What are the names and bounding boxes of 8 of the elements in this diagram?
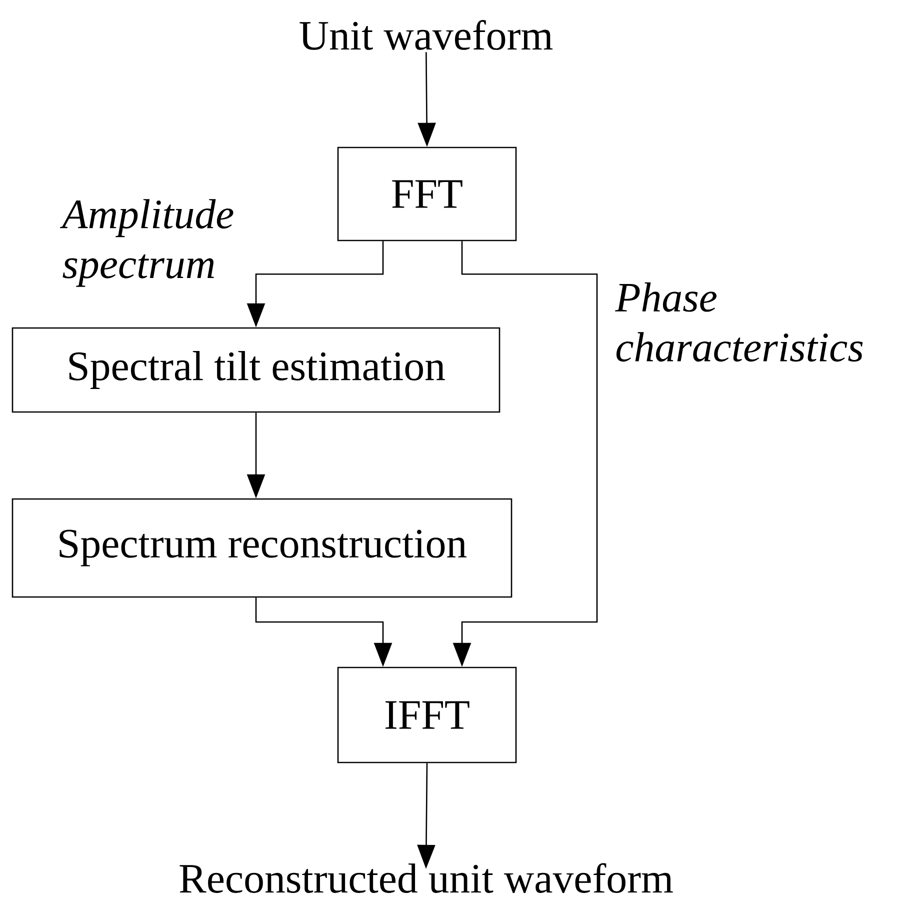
edge-label: Amplitude spectrum xyxy=(60,199,234,287)
process-box: Spectral tilt estimation xyxy=(12,327,500,413)
edge-label: Phase characteristics xyxy=(615,282,863,362)
process-box: Spectrum reconstruction xyxy=(12,498,512,598)
flow-label: Unit waveform xyxy=(300,20,553,50)
process-box: IFFT xyxy=(337,666,517,764)
flow-label: Reconstructed unit waveform xyxy=(180,863,673,893)
process-box: FFT xyxy=(337,146,517,242)
